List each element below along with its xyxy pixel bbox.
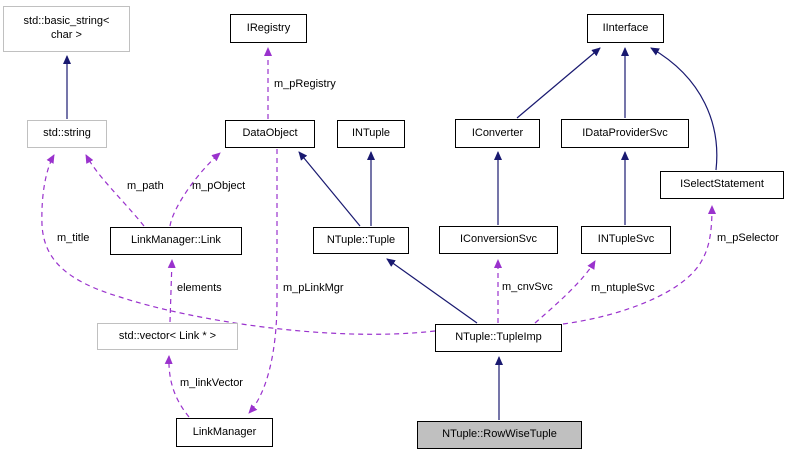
node-label: std::vector< Link * > [118, 329, 217, 342]
edge-label-m-pregistry: m_pRegistry [274, 78, 336, 90]
node-label: std::string [43, 127, 91, 140]
edge-usage-m-plinkmgr [248, 149, 278, 414]
node-label: LinkManager [192, 425, 257, 438]
edge-label-m-ntuplesvc: m_ntupleSvc [591, 282, 655, 294]
edge-inherit-ntupletuple-dataobject [298, 151, 361, 227]
node-std-string: std::string [27, 120, 107, 148]
edge-usage-m-pselector [562, 205, 716, 325]
edge-inherit-iselectstatement-iinterface [650, 47, 718, 171]
edge-label-elements: elements [177, 282, 222, 294]
edge-usage-m-pobject [169, 152, 221, 227]
edge-usage-m-title [41, 154, 436, 335]
node-label: DataObject [242, 127, 298, 140]
node-iconversionsvc[interactable]: IConversionSvc [439, 226, 558, 254]
node-label: ISelectStatement [680, 178, 764, 191]
node-linkmanager-link[interactable]: LinkManager::Link [110, 227, 242, 255]
edge-usage-m-ntuplesvc [534, 260, 596, 324]
node-std-basic-string: std::basic_string< char > [3, 6, 130, 52]
node-iconverter[interactable]: IConverter [455, 119, 540, 148]
node-std-vector-link: std::vector< Link * > [97, 323, 238, 350]
node-label: IDataProviderSvc [582, 126, 668, 139]
node-label: char > [51, 29, 82, 41]
node-label: INTuple [351, 127, 391, 140]
node-label: IInterface [602, 21, 649, 34]
node-label: INTupleSvc [597, 233, 655, 246]
node-label: LinkManager::Link [131, 234, 221, 247]
node-label: NTuple::TupleImp [455, 331, 542, 344]
node-iregistry[interactable]: IRegistry [230, 14, 307, 43]
edge-label-m-title: m_title [57, 232, 90, 244]
node-label: NTuple::Tuple [326, 233, 396, 246]
node-label: std::basic_string< [23, 15, 110, 28]
node-idataprovidersvc[interactable]: IDataProviderSvc [561, 119, 689, 148]
node-label: IConverter [471, 126, 524, 139]
edge-inherit-tupleimp-ntupletuple [386, 258, 478, 324]
node-ntuple-rowwisetuple: NTuple::RowWiseTuple [417, 421, 582, 449]
edge-label-m-plinkmgr: m_pLinkMgr [283, 282, 344, 294]
edge-label-m-pobject: m_pObject [192, 180, 246, 192]
node-label: IRegistry [246, 21, 291, 34]
edge-usage-elements [167, 259, 176, 323]
edge-usage-m-path [85, 154, 145, 227]
node-intuple[interactable]: INTuple [337, 120, 405, 148]
node-label: NTuple::RowWiseTuple [442, 428, 557, 441]
node-ntuple-tupleimp[interactable]: NTuple::TupleImp [435, 324, 562, 352]
edge-label-m-path: m_path [127, 180, 164, 192]
node-label: IConversionSvc [459, 233, 538, 246]
node-dataobject[interactable]: DataObject [225, 120, 315, 148]
node-iinterface[interactable]: IInterface [587, 14, 664, 43]
node-iselectstatement[interactable]: ISelectStatement [660, 171, 784, 199]
node-intuplesvc[interactable]: INTupleSvc [581, 226, 671, 254]
edge-usage-m-linkvector [164, 355, 190, 418]
edge-label-m-linkvector: m_linkVector [180, 377, 243, 389]
node-ntuple-tuple[interactable]: NTuple::Tuple [313, 227, 409, 254]
edge-label-m-cnvsvc: m_cnvSvc [502, 281, 553, 293]
edge-label-m-pselector: m_pSelector [717, 232, 779, 244]
node-linkmanager[interactable]: LinkManager [176, 418, 273, 447]
edge-inherit-iconverter-iinterface [516, 47, 601, 119]
